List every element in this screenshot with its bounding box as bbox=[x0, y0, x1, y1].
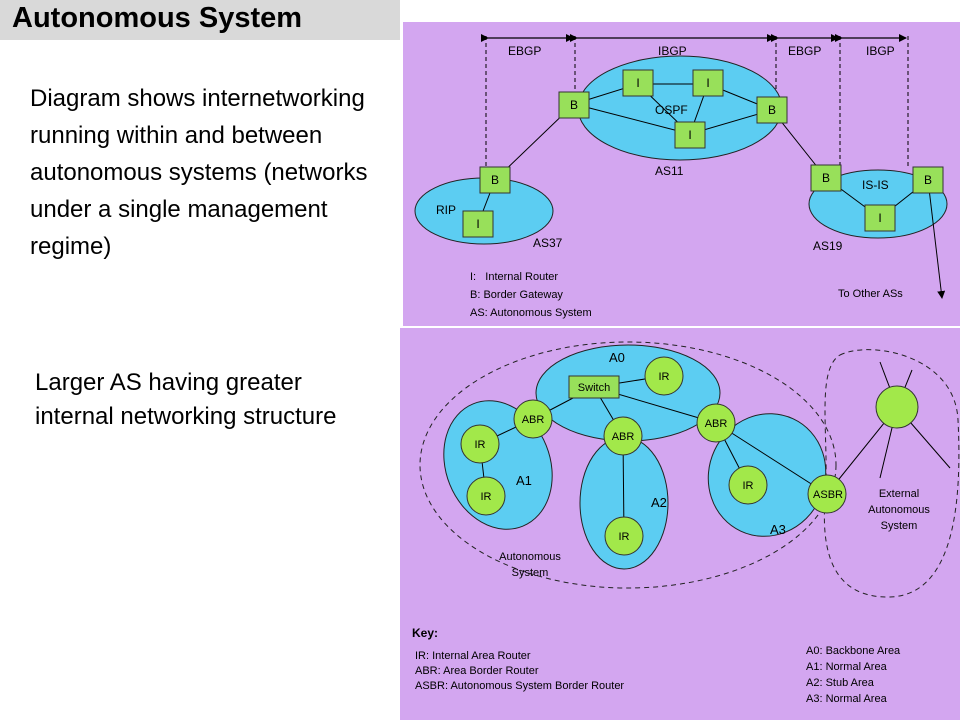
area-label-a0: A0 bbox=[609, 350, 625, 365]
router-label: I bbox=[878, 211, 881, 225]
router-label: ABR bbox=[612, 431, 635, 443]
router-label: I bbox=[636, 76, 639, 90]
ir-router-a2 bbox=[604, 516, 644, 556]
area-label-a1: A1 bbox=[516, 473, 532, 488]
router-label: B bbox=[924, 173, 932, 187]
router-label: ASBR bbox=[813, 489, 843, 501]
router-label: IR bbox=[475, 439, 486, 451]
switch-box bbox=[568, 375, 620, 399]
internal-router-as11-1 bbox=[622, 69, 654, 97]
title-bar: Autonomous System bbox=[0, 0, 400, 40]
as11-protocol-label: OSPF bbox=[655, 103, 688, 117]
border-gateway-as11-left bbox=[558, 91, 590, 119]
abr-router-a2 bbox=[603, 416, 643, 456]
router-label: I bbox=[706, 76, 709, 90]
border-gateway-as19-right bbox=[912, 166, 944, 194]
as-caption-line: System bbox=[512, 567, 549, 579]
external-as-boundary bbox=[823, 349, 960, 598]
internal-router-as11-3 bbox=[674, 121, 706, 149]
router-label: IR bbox=[481, 491, 492, 503]
top-routers bbox=[462, 69, 944, 238]
peering-guides bbox=[485, 36, 909, 168]
key-item: A1: Normal Area bbox=[806, 661, 888, 673]
key-item: IR: Internal Area Router bbox=[415, 650, 531, 662]
as11-label: AS11 bbox=[655, 164, 684, 178]
asbr-router bbox=[807, 474, 847, 514]
router-label: IR bbox=[659, 371, 670, 383]
peering-label-ebgp-2: EBGP bbox=[788, 44, 821, 58]
peering-label-ebgp-1: EBGP bbox=[508, 44, 541, 58]
router-label: ABR bbox=[522, 414, 545, 426]
as-caption-line: Autonomous bbox=[499, 551, 561, 563]
router-label: B bbox=[491, 173, 499, 187]
legend-autonomous-system: AS: Autonomous System bbox=[470, 307, 592, 319]
bottom-routers bbox=[460, 356, 919, 556]
key-item: A3: Normal Area bbox=[806, 693, 888, 705]
page-title: Autonomous System bbox=[12, 2, 303, 34]
internal-router-as19 bbox=[864, 204, 896, 232]
key-title: Key: bbox=[412, 626, 438, 640]
external-caption-line: Autonomous bbox=[868, 504, 930, 516]
as37-label: AS37 bbox=[533, 236, 563, 250]
as19-label: AS19 bbox=[813, 239, 843, 253]
border-gateway-as19-left bbox=[810, 164, 842, 192]
switch-label: Switch bbox=[578, 382, 610, 394]
router-label: I bbox=[688, 128, 691, 142]
key-item: A0: Backbone Area bbox=[806, 645, 901, 657]
area-label-a2: A2 bbox=[651, 495, 667, 510]
abr-router-a1 bbox=[513, 399, 553, 439]
as-caption: Autonomous System bbox=[499, 551, 561, 579]
key-item: ABR: Area Border Router bbox=[415, 665, 539, 677]
key-item: ASBR: Autonomous System Border Router bbox=[415, 680, 624, 692]
abr-router-a3 bbox=[696, 403, 736, 443]
border-gateway-as37 bbox=[479, 166, 511, 194]
ir-router-a1-2 bbox=[466, 476, 506, 516]
key-right: A0: Backbone Area A1: Normal Area A2: St… bbox=[806, 645, 901, 705]
external-as-caption: External Autonomous System bbox=[868, 488, 930, 532]
external-caption-line: System bbox=[881, 520, 918, 532]
top-router-labels: B I I I B B I B B I bbox=[476, 76, 932, 231]
to-other-ases-label: To Other ASs bbox=[838, 288, 903, 300]
internal-router-as11-2 bbox=[692, 69, 724, 97]
router-label: I bbox=[476, 217, 479, 231]
ir-router-a0 bbox=[644, 356, 684, 396]
router-label: B bbox=[768, 103, 776, 117]
key-item: A2: Stub Area bbox=[806, 677, 875, 689]
peering-label-ibgp-2: IBGP bbox=[866, 44, 895, 58]
description-text-2: Larger AS having greater internal networ… bbox=[35, 369, 337, 430]
as19-protocol-label: IS-IS bbox=[862, 178, 889, 192]
router-label: ABR bbox=[705, 418, 728, 430]
description-text: Diagram shows internetworking running wi… bbox=[30, 85, 368, 260]
legend-internal-router: I: Internal Router bbox=[470, 271, 558, 283]
ir-router-a1-1 bbox=[460, 424, 500, 464]
area-label-a3: A3 bbox=[770, 522, 786, 537]
internal-router-as37 bbox=[462, 210, 494, 238]
autonomous-system-boundary bbox=[419, 341, 837, 589]
router-label: B bbox=[570, 98, 578, 112]
ir-router-a3 bbox=[728, 465, 768, 505]
area-labels: A0 A1 A2 A3 bbox=[516, 350, 786, 537]
border-gateway-as11-right bbox=[756, 96, 788, 124]
key-left: IR: Internal Area Router ABR: Area Borde… bbox=[415, 650, 624, 692]
peering-label-ibgp-1: IBGP bbox=[658, 44, 687, 58]
router-label: IR bbox=[619, 531, 630, 543]
router-label: B bbox=[822, 171, 830, 185]
external-router bbox=[875, 385, 919, 429]
legend-border-gateway: B: Border Gateway bbox=[470, 289, 563, 301]
router-label: IR bbox=[743, 480, 754, 492]
bottom-router-labels: IR ABR ABR ABR IR IR IR IR ASBR bbox=[475, 371, 844, 543]
external-caption-line: External bbox=[879, 488, 919, 500]
as37-protocol-label: RIP bbox=[436, 203, 456, 217]
bottom-diagram-panel: Switch IR ABR ABR ABR IR IR IR IR ASBR bbox=[400, 328, 960, 720]
top-diagram-panel: EBGP IBGP EBGP IBGP bbox=[403, 22, 960, 326]
